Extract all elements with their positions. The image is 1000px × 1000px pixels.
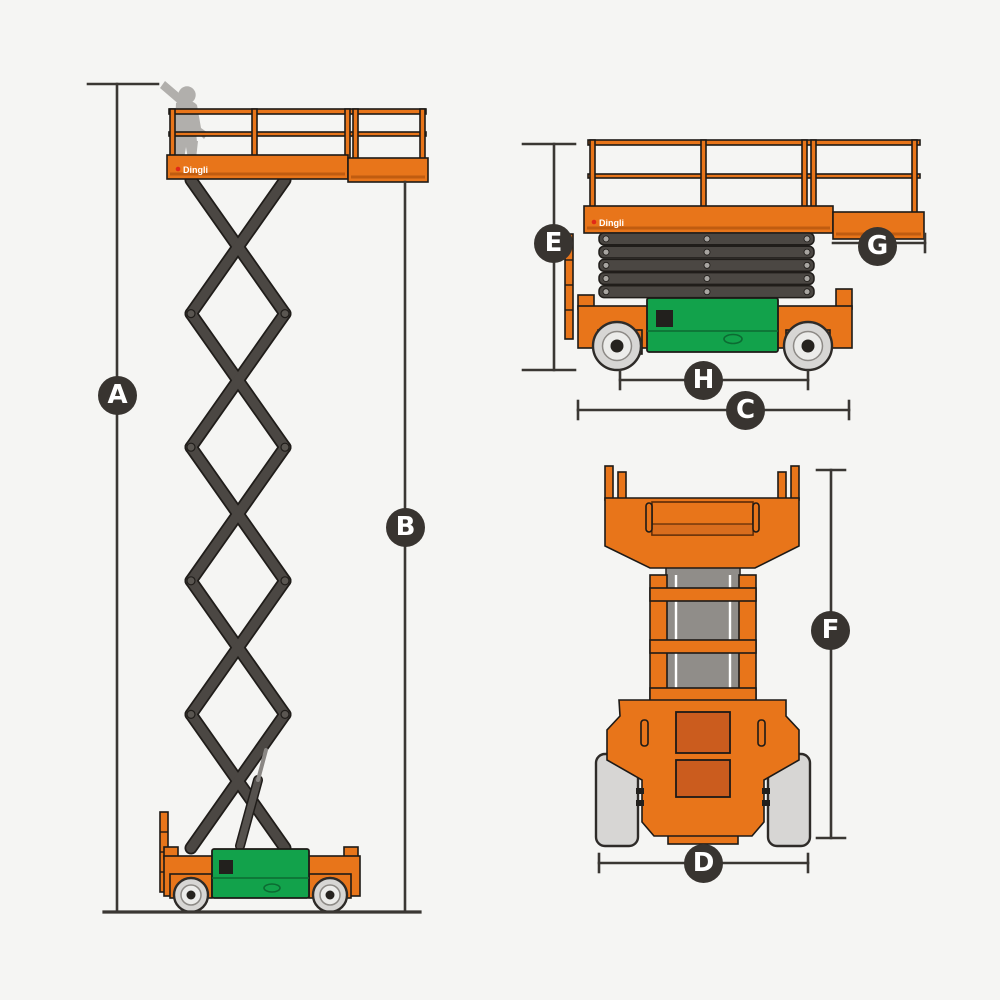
guardrail-mid [587, 173, 921, 179]
dim-label-a: A [98, 376, 137, 415]
wheel-front [311, 876, 349, 914]
stowed-platform: Dingli [583, 139, 925, 240]
radiator-panel-upper [675, 711, 731, 754]
dim-label-d: D [684, 844, 723, 883]
radiator-panel-lower [675, 759, 731, 798]
guardrail-mid [168, 131, 427, 137]
scissor-mast-front [649, 547, 757, 706]
fuel-cap-icon [723, 333, 743, 345]
view-front [594, 465, 812, 848]
engine-cover [211, 848, 310, 899]
scissor-stack-folded [598, 232, 815, 299]
person-silhouette [160, 81, 208, 159]
brand-logo-stowed: Dingli [599, 218, 624, 228]
dim-label-g: G [858, 227, 897, 266]
brand-logo-extended: Dingli [183, 165, 208, 175]
scissor-arms-extended [184, 173, 292, 855]
vent-icon [219, 860, 233, 874]
engine-cover [646, 297, 779, 353]
dim-label-h: H [684, 361, 723, 400]
dim-label-c: C [726, 391, 765, 430]
chassis-side-stowed [564, 233, 853, 372]
chassis-front [594, 699, 812, 848]
view-stowed-side: Dingli [564, 139, 925, 372]
hydraulic-cylinder-icon [235, 748, 268, 851]
dim-label-e: E [534, 224, 573, 263]
wheel-front [782, 320, 834, 372]
brand-logo-dot [591, 219, 597, 225]
vent-icon [656, 310, 673, 327]
guardrail-posts-front [604, 465, 800, 501]
guardrail-top [168, 108, 427, 115]
view-extended-side: Dingli [159, 81, 429, 914]
platform-front [604, 497, 800, 569]
dim-label-f: F [811, 611, 850, 650]
guardrail-top [587, 139, 921, 146]
wheel-rear [591, 320, 643, 372]
brand-logo-dot [175, 166, 181, 172]
wheel-rear [172, 876, 210, 914]
elevated-platform: Dingli [166, 108, 429, 183]
dim-label-b: B [386, 508, 425, 547]
chassis-side-extended [159, 811, 361, 914]
fuel-cap-icon [263, 883, 281, 893]
